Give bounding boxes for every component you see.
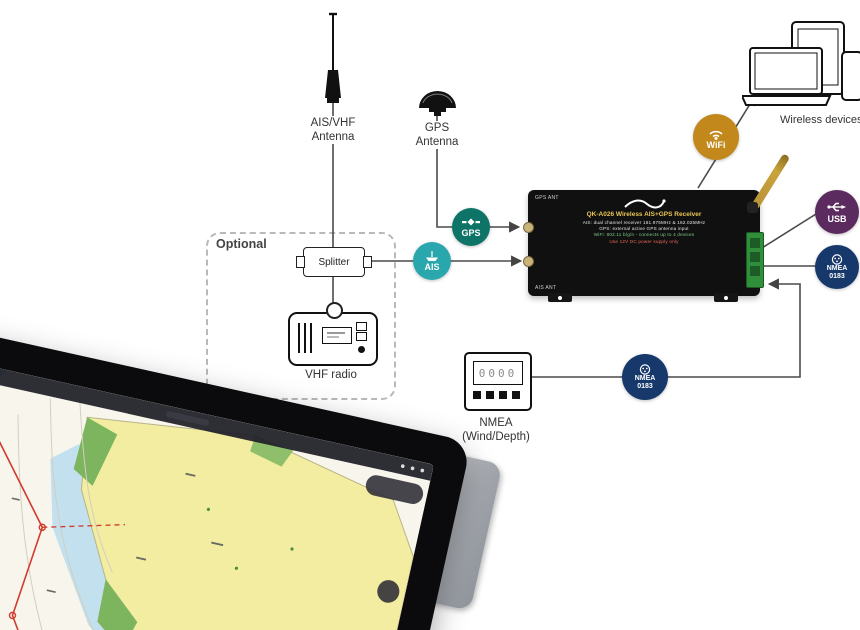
gps-antenna-label: GPS Antenna [403, 121, 471, 149]
receiver-nmea-terminal-block [746, 232, 764, 288]
vhf-lcd-screen [322, 327, 352, 344]
splitter-label: Splitter [318, 256, 350, 268]
vhf-knob-dot [358, 346, 365, 353]
receiver-antenna-hinge [747, 202, 758, 213]
wireless-devices-label: Wireless devices [780, 114, 860, 126]
receiver-mounting-tab [548, 293, 572, 302]
usb-badge: USB [815, 190, 859, 234]
splitter-right-port [363, 256, 372, 268]
gps-badge: GPS [452, 208, 490, 246]
receiver-spec-line: GPS: external active GPS antenna input [599, 226, 689, 232]
connector-icon [639, 363, 651, 375]
receiver-warning-line: Use 12V DC power supply only [609, 238, 679, 244]
receiver-mounting-tab [714, 293, 738, 302]
wifi-icon [709, 130, 723, 140]
ship-icon [426, 251, 438, 261]
nmea-instrument-buttons [473, 391, 523, 399]
receiver-brand-logo [624, 199, 666, 209]
vhf-radio-icon [288, 312, 378, 366]
tablet-screen [0, 356, 434, 630]
nautical-chart [0, 356, 434, 630]
usb-icon [827, 202, 846, 212]
receiver-gps-connector [523, 222, 534, 233]
satellite-icon [462, 218, 480, 226]
splitter-box: Splitter [296, 247, 372, 277]
wire-receiver-to-usb [761, 213, 817, 249]
tablet [0, 320, 503, 630]
nmea-instrument-icon: 0000 [464, 352, 532, 411]
nmea-instrument-display: 0000 [473, 361, 523, 385]
wireless-devices-icon [742, 21, 860, 106]
receiver-ais-connector [523, 256, 534, 267]
tablet-bezel [0, 320, 472, 630]
gps-antenna-icon [419, 91, 456, 116]
ais-gps-receiver-device: GPS ANT AIS ANT QK-A026 Wireless AIS+GPS… [523, 153, 791, 302]
ais-vhf-antenna-icon [325, 12, 341, 103]
nmea-0183-in-badge: NMEA 0183 [622, 354, 668, 400]
wire-gps-antenna-to-receiver [436, 114, 521, 233]
optional-group-label: Optional [216, 237, 267, 251]
receiver-ais-port-label: AIS ANT [535, 285, 557, 291]
receiver-spec-line: WiFi: 802.11 b/g/n - connects up to 4 de… [593, 232, 695, 238]
optional-group-box [206, 232, 396, 400]
vhf-radio-label: VHF radio [305, 369, 357, 381]
vhf-speaker-grille [298, 323, 316, 353]
ais-badge: AIS [413, 242, 451, 280]
receiver-gps-port-label: GPS ANT [535, 195, 559, 201]
receiver-title: QK-A026 Wireless AIS+GPS Receiver [586, 211, 702, 218]
vhf-button [356, 322, 367, 331]
vhf-button [356, 332, 367, 341]
wifi-badge: WiFi [693, 114, 739, 160]
receiver-spec-line: AIS: dual channel receiver 161.975MHz & … [582, 220, 706, 225]
connector-icon [831, 253, 843, 265]
ais-vhf-antenna-label: AIS/VHF Antenna [296, 116, 370, 144]
vhf-radio-antenna-knob [326, 302, 343, 319]
nmea-instrument-label: NMEA (Wind/Depth) [462, 417, 530, 443]
nmea-0183-out-badge: NMEA 0183 [815, 245, 859, 289]
splitter-left-port [296, 256, 305, 268]
